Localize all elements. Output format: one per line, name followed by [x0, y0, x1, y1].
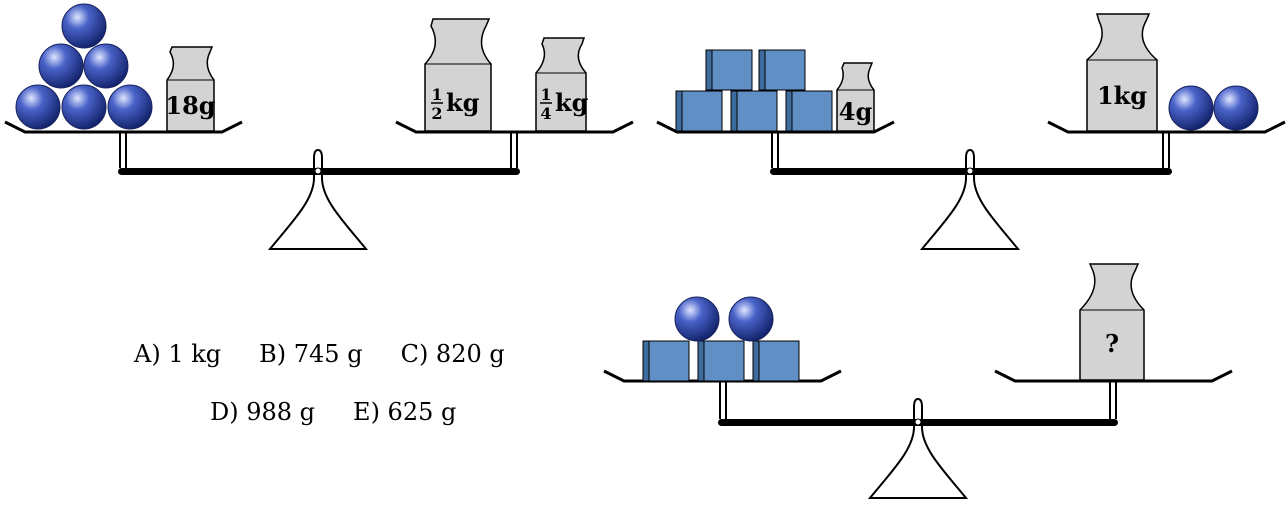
fraction-numerator: 1 — [431, 85, 442, 104]
answer-options-row-2: D) 988 g E) 625 g — [210, 398, 456, 426]
scale-bottom: ? — [603, 263, 1233, 499]
weight-half-kg: 1 2 kg — [424, 18, 492, 132]
cube — [697, 340, 745, 382]
option-d[interactable]: D) 988 g — [210, 398, 316, 426]
option-c[interactable]: C) 820 g — [400, 340, 505, 368]
ball — [15, 84, 61, 130]
right-pan — [395, 120, 634, 134]
answer-options-row-1: A) 1 kg B) 745 g C) 820 g — [134, 340, 505, 368]
cube — [758, 49, 806, 91]
right-pan-balls — [1168, 85, 1259, 131]
cube — [785, 90, 833, 132]
cube — [752, 340, 800, 382]
scale-top-left: 18g 1 2 kg 1 4 kg — [4, 3, 634, 250]
weight-label: 4g — [839, 97, 873, 126]
scale-frame — [118, 133, 520, 250]
scale-frame — [718, 382, 1118, 499]
ball — [107, 84, 153, 130]
weight-4g: 4g — [836, 62, 875, 132]
cube — [642, 340, 690, 382]
weight-unit: kg — [555, 88, 589, 117]
fraction-denominator: 2 — [431, 104, 442, 123]
ball — [1213, 85, 1259, 131]
cube — [675, 90, 723, 132]
scale-top-right: 4g 1kg — [656, 13, 1286, 250]
option-e[interactable]: E) 625 g — [353, 398, 457, 426]
weight-label: ? — [1105, 329, 1119, 358]
weight-unknown: ? — [1079, 263, 1145, 381]
scale-frame — [770, 133, 1172, 250]
ball — [674, 296, 720, 342]
ball — [61, 84, 107, 130]
cube — [730, 90, 778, 132]
ball — [38, 43, 84, 89]
left-pan-balls — [15, 3, 153, 130]
cube — [705, 49, 753, 91]
option-a[interactable]: A) 1 kg — [134, 340, 222, 368]
ball — [61, 3, 107, 49]
left-pan-cubes — [675, 49, 833, 132]
left-pan-cubes — [642, 340, 800, 382]
right-pan — [994, 369, 1233, 383]
weight-quarter-kg: 1 4 kg — [535, 37, 589, 132]
weight-label: 18g — [165, 91, 215, 120]
left-pan — [4, 120, 243, 134]
weight-1kg: 1kg — [1086, 13, 1158, 132]
left-pan — [656, 120, 895, 134]
weight-18g: 18g — [165, 46, 216, 132]
ball — [728, 296, 774, 342]
fraction-denominator: 4 — [540, 104, 551, 123]
left-pan-balls — [674, 296, 774, 342]
fraction-numerator: 1 — [540, 85, 551, 104]
weight-label: 1kg — [1097, 81, 1147, 110]
weight-unit: kg — [446, 88, 480, 117]
right-pan — [1047, 120, 1286, 134]
option-b[interactable]: B) 745 g — [259, 340, 363, 368]
ball — [83, 43, 129, 89]
ball — [1168, 85, 1214, 131]
